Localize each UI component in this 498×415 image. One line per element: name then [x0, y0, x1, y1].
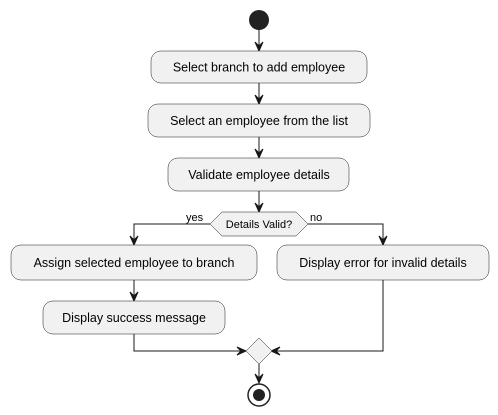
arrow-head: [254, 202, 264, 214]
arrow-head: [254, 373, 264, 385]
activity-select-branch: Select branch to add employee: [150, 50, 368, 84]
start-node: [249, 10, 269, 30]
edge-decision-yes: [133, 223, 210, 241]
activity-validate: Validate employee details: [167, 157, 350, 192]
activity-label: Assign selected employee to branch: [34, 256, 235, 270]
arrow-head: [378, 235, 388, 247]
edge-error-to-merge: [274, 280, 384, 352]
activity-label: Display success message: [62, 311, 206, 325]
activity-success: Display success message: [42, 300, 226, 335]
arrow-head: [269, 346, 281, 356]
arrow-head: [129, 235, 139, 247]
arrow-head: [254, 148, 264, 160]
arrow-head: [129, 291, 139, 303]
arrow-head: [254, 94, 264, 106]
yes-label: yes: [186, 212, 204, 224]
activity-label: Select branch to add employee: [173, 61, 345, 75]
activity-label: Validate employee details: [188, 168, 330, 182]
merge-node: [245, 337, 273, 365]
no-label: no: [310, 212, 322, 224]
decision-label: Details Valid?: [226, 219, 292, 231]
activity-select-employee: Select an employee from the list: [147, 103, 371, 138]
activity-assign: Assign selected employee to branch: [10, 244, 258, 281]
edge-decision-no: [308, 223, 384, 241]
activity-label: Select an employee from the list: [170, 114, 348, 128]
edge-success-to-merge: [133, 334, 243, 352]
activity-label: Display error for invalid details: [299, 256, 466, 270]
arrow-head: [236, 346, 248, 356]
arrow-head: [254, 41, 264, 53]
decision-details-valid: Details Valid?: [209, 211, 309, 237]
edges: [129, 30, 388, 385]
end-node: [247, 383, 271, 407]
activity-error: Display error for invalid details: [276, 244, 490, 281]
